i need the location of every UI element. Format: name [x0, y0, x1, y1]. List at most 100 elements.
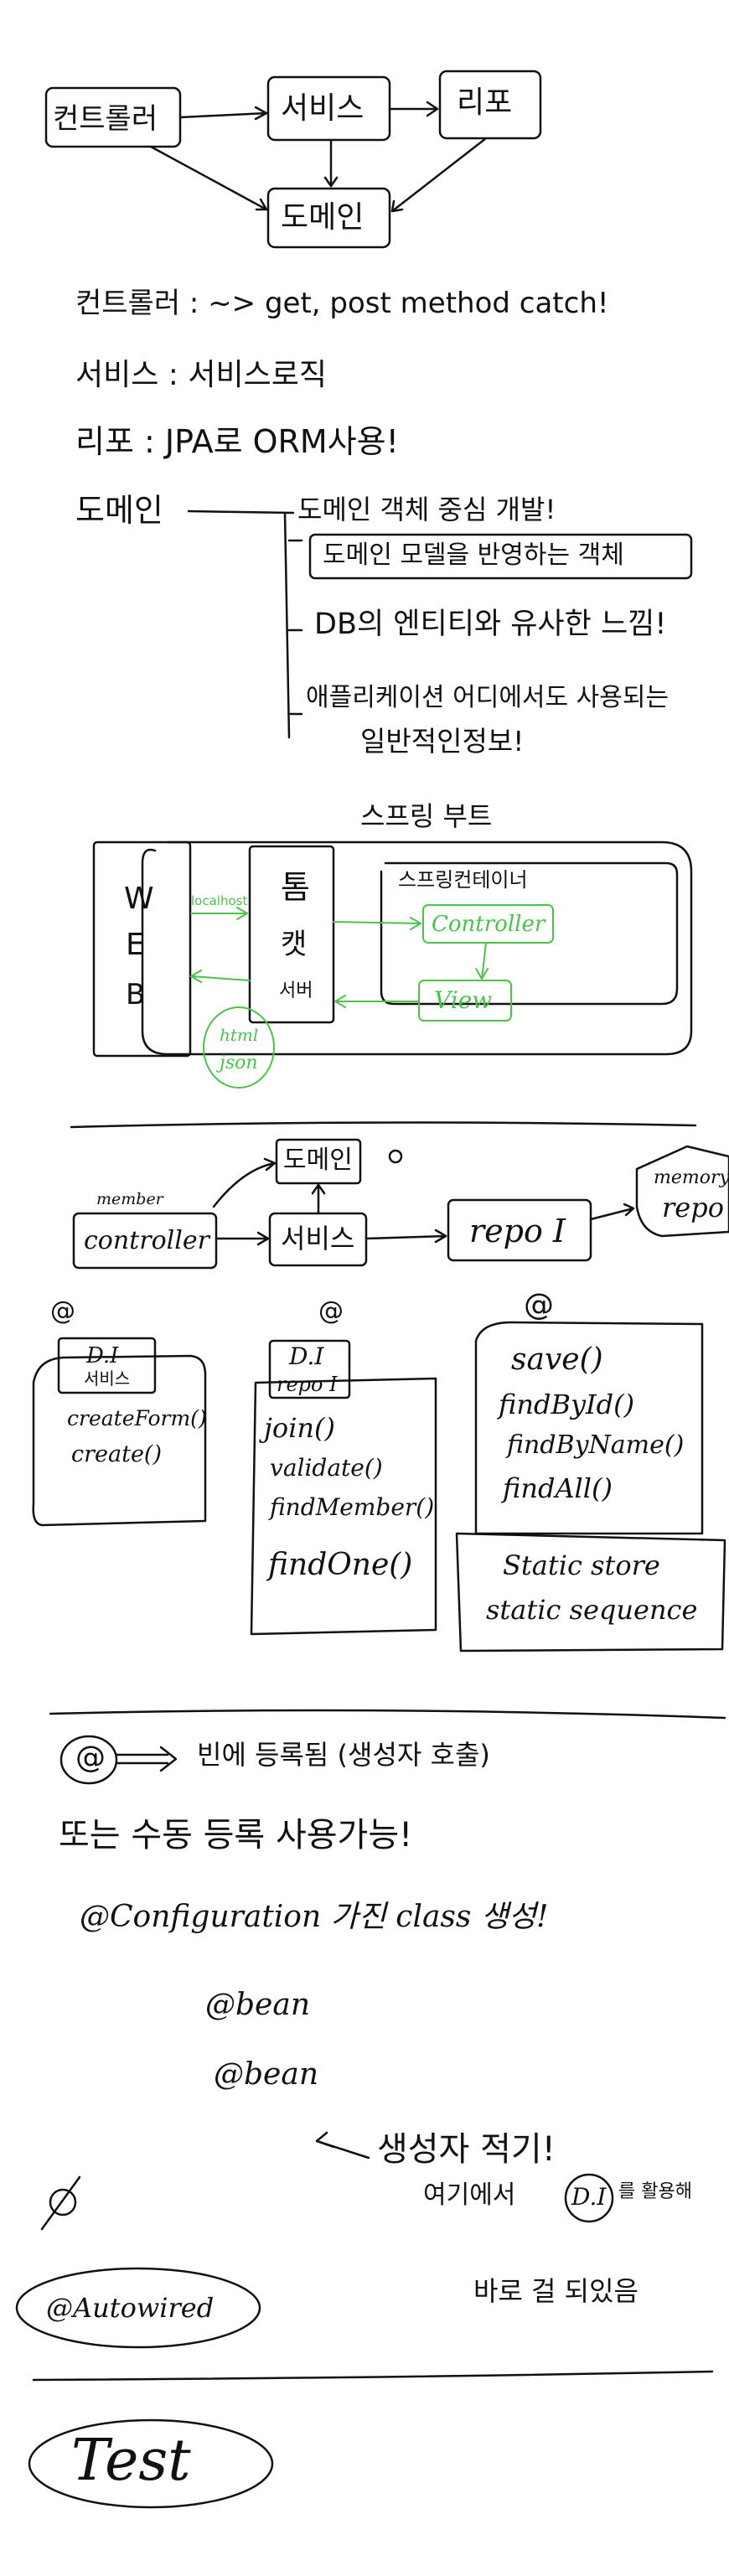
desc-service: 서비스 : 서비스로직	[75, 358, 327, 392]
static-store-label: Static store	[503, 1549, 660, 1581]
repo-method-1: save()	[511, 1342, 603, 1377]
constructor-arrow	[315, 2131, 370, 2160]
arrow-controller-domain	[149, 145, 268, 211]
html-json-bubble	[203, 1006, 275, 1089]
arch-domain-label: 도메인	[283, 1146, 353, 1175]
service-method-4: findOne()	[268, 1548, 413, 1582]
desc-domain-label: 도메인	[75, 492, 163, 529]
static-box	[455, 1532, 726, 1653]
autowired-oval	[15, 2267, 261, 2349]
domain-note-5: 일반적인정보!	[360, 725, 525, 758]
controller-method-2: create()	[71, 1441, 162, 1467]
separator-3	[32, 2370, 714, 2382]
service-card-dep: repo I	[277, 1373, 338, 1396]
spring-container-outline	[380, 861, 679, 1006]
di-circle	[564, 2173, 614, 2223]
service-method-1: join()	[264, 1412, 335, 1444]
arrow-controller-service	[178, 106, 268, 121]
desc-controller: 컨트롤러 : ~> get, post method catch!	[75, 287, 609, 320]
bean-note-1: 빈에 등록됨 (생성자 호출)	[197, 1739, 490, 1771]
service-di-box	[268, 1339, 351, 1399]
domain-node	[266, 187, 391, 249]
memory-repo-label: repo	[662, 1192, 724, 1223]
arrow-web-tomcat	[190, 907, 249, 920]
controller-di-box	[57, 1337, 157, 1394]
arch-controller-label: controller	[84, 1226, 209, 1255]
repo-method-3: findByName()	[507, 1430, 685, 1460]
arrow-service-repo2	[364, 1229, 447, 1244]
static-sequence-label: static sequence	[486, 1594, 698, 1626]
memory-label: memory	[654, 1167, 729, 1188]
web-letter-e: E	[126, 928, 145, 962]
bean-item-2: @bean	[214, 2057, 318, 2092]
layer-controller-label: 컨트롤러	[53, 102, 158, 136]
controller-card-dep: 서비스	[84, 1368, 131, 1389]
arrow-repo-domain	[390, 137, 488, 213]
web-box	[92, 841, 192, 1058]
slash-mark-circle	[49, 2188, 77, 2216]
separator-1	[70, 1121, 697, 1129]
green-json-label: json	[220, 1053, 258, 1073]
di-circle-label: D.I	[571, 2183, 607, 2211]
controller-at-mark: @	[50, 1296, 75, 1326]
repo-card	[474, 1321, 704, 1535]
arrow-controller-service2	[215, 1231, 270, 1246]
arrow-view-tomcat	[333, 995, 420, 1008]
layer-repo-label: 리포	[457, 85, 513, 120]
layer-domain-label: 도메인	[281, 200, 364, 235]
spring-boot-outline	[141, 841, 693, 1056]
bean-note-5b: 를 활용해	[618, 2181, 692, 2202]
service-method-2: validate()	[270, 1454, 383, 1482]
repo-method-2: findById()	[499, 1389, 635, 1420]
domain-model-box	[308, 533, 693, 580]
controller-card-di: D.I	[86, 1343, 119, 1368]
arch-repo-box	[447, 1198, 592, 1262]
service-at-mark: @	[318, 1296, 344, 1326]
tomcat-label-2: 캣	[281, 928, 308, 961]
arrow-tomcat-web	[189, 970, 251, 983]
bean-at-circle	[59, 1735, 118, 1785]
bean-at-symbol: @	[75, 1741, 106, 1775]
layer-service-label: 서비스	[281, 91, 364, 126]
domain-note-3: DB의 엔티티와 유사한 느낌!	[314, 608, 667, 641]
web-letter-b: B	[126, 978, 146, 1011]
bean-note-6: 바로 걸 되있음	[473, 2275, 639, 2307]
arch-controller-box	[72, 1212, 218, 1270]
bean-note-3: @Configuration 가진 class 생성!	[80, 1900, 549, 1934]
service-method-3: findMember()	[270, 1493, 435, 1521]
arrow-service-domain2	[311, 1183, 326, 1215]
spring-container-label: 스프링컨테이너	[398, 868, 528, 892]
arch-domain-box	[275, 1138, 362, 1185]
bean-item-1: @bean	[205, 1988, 310, 2022]
arch-service-label: 서비스	[281, 1223, 355, 1254]
arrow-controller-domain2	[212, 1157, 277, 1208]
green-html-label: html	[220, 1025, 259, 1045]
tomcat-box	[248, 845, 335, 1024]
arrow-service-repo	[388, 101, 439, 117]
web-letter-w: W	[124, 882, 154, 916]
arch-repo-label: repo I	[469, 1213, 566, 1249]
tomcat-label-1: 톰	[281, 869, 310, 906]
controller-card	[32, 1354, 207, 1527]
slash-mark	[40, 2175, 81, 2231]
arch-member-label: member	[96, 1190, 163, 1208]
service-card-di: D.I	[289, 1342, 324, 1370]
controller-green-box	[422, 904, 554, 944]
bean-note-5a: 여기에서	[423, 2180, 516, 2210]
domain-note-1: 도메인 객체 중심 개발!	[297, 494, 556, 525]
controller-method-1: createForm()	[67, 1406, 207, 1430]
separator-2	[49, 1709, 726, 1720]
test-oval	[28, 2418, 274, 2509]
bean-note-4: 생성자 적기!	[377, 2130, 556, 2169]
spring-boot-title: 스프링 부트	[360, 800, 493, 832]
repo-method-4: findAll()	[503, 1472, 613, 1504]
desc-repo: 리포 : JPA로 ORM사용!	[75, 423, 399, 460]
domain-note-2: 도메인 모델을 반영하는 객체	[323, 541, 624, 570]
service-card	[250, 1377, 437, 1636]
bean-note-2: 또는 수동 등록 사용가능!	[59, 1816, 413, 1854]
arrow-service-domain	[323, 138, 339, 188]
memory-repo-outline	[635, 1145, 729, 1238]
localhost-label: localhost	[191, 893, 248, 908]
test-label: Test	[71, 2428, 191, 2494]
